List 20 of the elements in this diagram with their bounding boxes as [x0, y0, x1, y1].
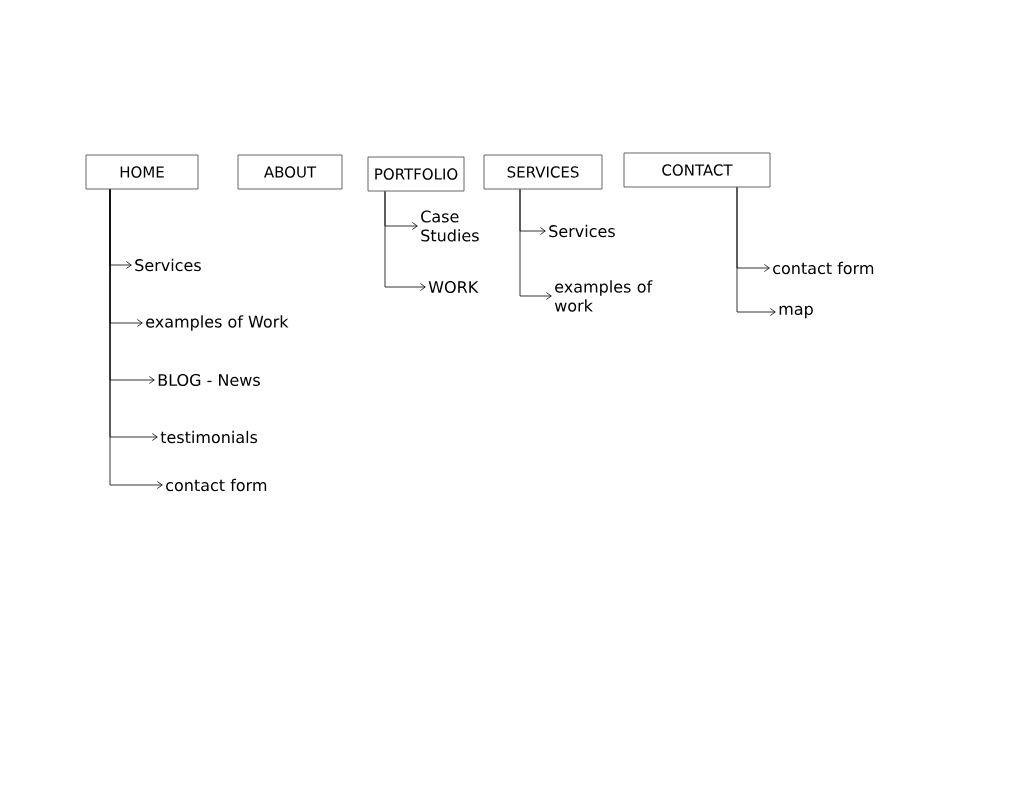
page-label: map	[779, 305, 813, 319]
arrow	[384, 191, 426, 291]
page-label: Services	[549, 224, 615, 238]
menu-box: ABOUT	[237, 154, 343, 190]
page-label: BLOG - News	[158, 373, 260, 387]
page-label: examples of work	[554, 280, 653, 312]
arrow	[109, 189, 163, 489]
page-label: Case Studies	[421, 210, 479, 242]
page-label: contact form	[166, 478, 267, 492]
page-label: WORK	[428, 280, 479, 294]
arrow	[736, 187, 776, 316]
page-label: contact form	[773, 261, 874, 275]
page-label: Services	[135, 258, 201, 272]
page-label: testimonials	[160, 430, 258, 444]
page-label: examples of Work	[146, 315, 289, 331]
menu-box: SERVICES	[483, 154, 603, 190]
arrow	[519, 189, 552, 300]
menu-box: CONTACT	[623, 152, 771, 188]
menu-box: PORTFOLIO	[367, 156, 465, 192]
menu-box: HOME	[85, 154, 199, 190]
